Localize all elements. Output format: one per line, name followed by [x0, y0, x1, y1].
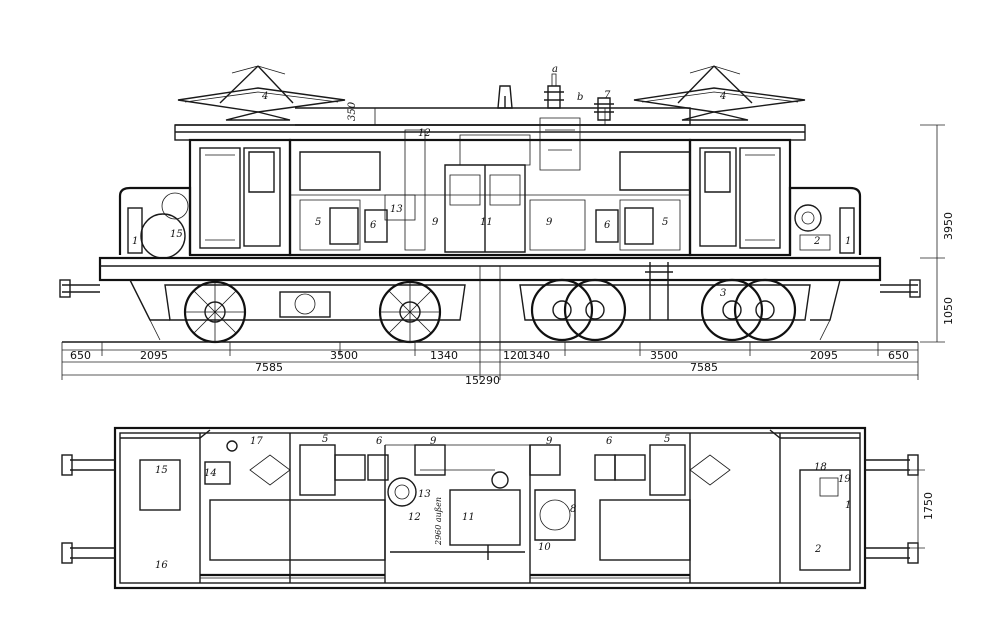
plan-callout-5-right: 5: [664, 434, 670, 445]
bogie-right: 3: [519, 262, 811, 342]
callout-18: 18: [814, 462, 827, 473]
dim-1340-right: 1340: [522, 349, 550, 362]
cab-right: [688, 138, 792, 257]
callout-17: 17: [250, 436, 263, 447]
plan-callout-5-left: 5: [322, 434, 328, 445]
callout-14: 14: [204, 468, 217, 479]
plan-callout-6-right: 6: [606, 436, 613, 447]
dim-2095-right: 2095: [810, 349, 838, 362]
bogie-left: [164, 280, 466, 344]
callout-8: 8: [570, 504, 576, 515]
dim-2960-aussen: 2960 außen: [434, 497, 443, 546]
callout-12-side: 12: [418, 128, 431, 139]
plan-callout-9-right: 9: [546, 436, 553, 447]
callout-13-plan: 13: [418, 489, 431, 500]
plan-callout-9-left: 9: [430, 436, 437, 447]
callout-1-left: 1: [132, 236, 138, 247]
callout-6-right: 6: [604, 220, 611, 231]
callout-9-right: 9: [546, 217, 553, 228]
callout-a: a: [552, 64, 558, 75]
callout-9-left: 9: [432, 217, 439, 228]
callout-6-left: 6: [370, 220, 377, 231]
dim-2095-left: 2095: [140, 349, 168, 362]
pantograph-left: 4 350: [177, 65, 358, 121]
callout-11-side: 11: [480, 217, 493, 228]
callout-350: 350: [347, 101, 358, 121]
underframe: [59, 256, 921, 350]
dim-650-right: 650: [888, 349, 909, 362]
central-body: 12 5 6 13 9 11 9 6 5: [288, 128, 692, 257]
dim-120: 120: [503, 349, 524, 362]
callout-11-plan: 11: [462, 512, 475, 523]
plan-callout-6-left: 6: [376, 436, 383, 447]
callout-19: 19: [838, 474, 851, 485]
plan-callout-1: 1: [845, 500, 851, 511]
callout-5-left: 5: [315, 217, 321, 228]
callout-15-plan: 15: [155, 465, 168, 476]
plan-callout-2: 2: [814, 544, 821, 555]
callout-4-right: 4: [719, 91, 726, 102]
callout-15-side: 15: [170, 229, 183, 240]
roof-equipment: a b 7: [174, 64, 806, 171]
dim-7585-left: 7585: [255, 361, 283, 374]
callout-4-left: 4: [261, 91, 268, 102]
dim-1340-left: 1340: [430, 349, 458, 362]
dim-3500-left: 3500: [330, 349, 358, 362]
dim-650-left: 650: [70, 349, 91, 362]
callout-5-right: 5: [662, 217, 668, 228]
dim-3950: 3950: [942, 212, 955, 240]
dim-15290: 15290: [465, 374, 500, 387]
dim-1050: 1050: [942, 297, 955, 325]
side-elevation: 4 350 4 a b 7: [59, 64, 921, 350]
callout-3-side: 3: [720, 288, 726, 299]
callout-7: 7: [604, 90, 611, 101]
callout-12-plan: 12: [408, 512, 421, 523]
callout-1-right: 1: [845, 236, 851, 247]
callout-13-side: 13: [390, 204, 403, 215]
hood-right: 2 1: [788, 186, 862, 255]
callout-10: 10: [538, 542, 551, 553]
pantograph-right: 4: [633, 65, 806, 121]
dim-7585-right: 7585: [690, 361, 718, 374]
callout-2-side: 2: [813, 236, 820, 247]
callout-16: 16: [155, 560, 168, 571]
callout-b: b: [577, 92, 583, 103]
dimensions: 650 2095 3500 1340 120 1340 3500 2095 65…: [61, 124, 955, 387]
dim-3500-right: 3500: [650, 349, 678, 362]
hood-left: 1 15: [118, 186, 192, 259]
cab-left: [188, 138, 292, 257]
plan-view: 17 5 6 9 9 6 5 15 14 13 12 11 8 10 16 18…: [61, 426, 935, 590]
dim-1750: 1750: [922, 492, 935, 520]
